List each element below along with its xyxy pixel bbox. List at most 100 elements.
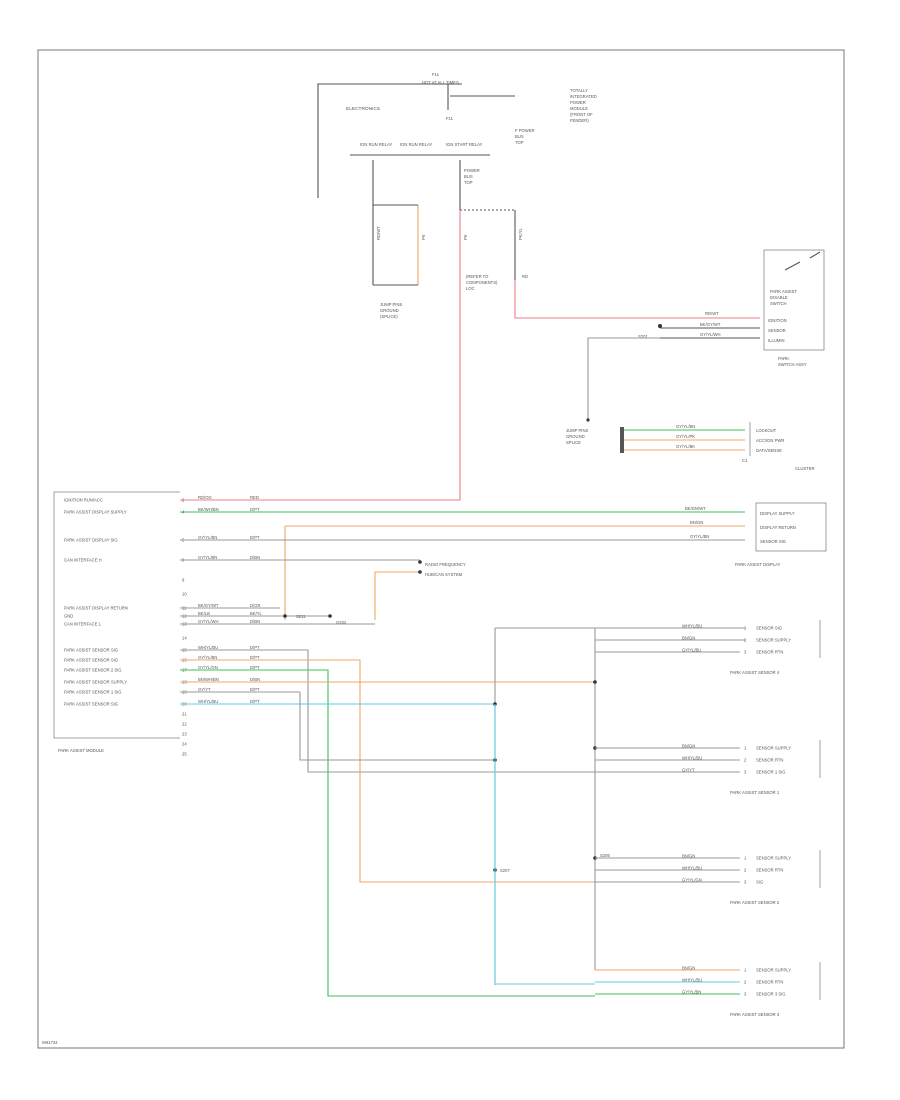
module-pin-number: 2 (182, 498, 185, 503)
switch-pin-3: ILLUMIN (768, 338, 785, 343)
module-pin-number: 23 (182, 732, 187, 737)
cluster-pin-3: DATA/SENSE (756, 448, 782, 453)
mid-ground-label-1: JUMP PINS (566, 428, 588, 433)
relay-label-2: IGN RUN RELAY (400, 142, 432, 147)
sensor-pin-label: SENSOR RTN (756, 758, 783, 763)
module-pin-label: PARK ASSIST SENSOR 2 SIG (64, 668, 122, 673)
mid-ground-label-3: SPLICE (566, 440, 581, 445)
module-ground-label: G202 (336, 620, 347, 625)
relay-label-1: IGN RUN RELAY (360, 142, 392, 147)
fuse-text: F11 (446, 116, 454, 121)
cluster-pin-num: C1 (742, 458, 748, 463)
module-wire-code: D/PT (250, 665, 260, 670)
module-pin-label: CAN INTERFACE L (64, 622, 102, 627)
sensor-name: PARK ASSIST SENSOR 3 (730, 1012, 780, 1017)
sensor-pin-number: 1 (744, 626, 747, 631)
note-line-6: FENDER) (570, 118, 589, 123)
module-wire-color: GY/YL/BN (198, 555, 217, 560)
module-wire-code: D/PT (250, 645, 260, 650)
sensor-pin-label: SENSOR SIG (756, 626, 782, 631)
switch-wire-label-2: BK/GY/WT (700, 322, 721, 327)
sensor-pin-label: SENSOR SUPPLY (756, 856, 791, 861)
ground-label-3: (SPLICE) (380, 314, 398, 319)
sensor3-rtn-wire (494, 704, 595, 985)
sensor-pin-label: SIG (756, 880, 763, 885)
sensor-wire-1 (180, 649, 595, 773)
module-wire-color: BN/WH/BN (198, 677, 219, 682)
module-pin-number: 22 (182, 722, 187, 727)
sensor-pin-number: 2 (744, 638, 747, 643)
sensor-wire-label: GY/YL/BU (682, 648, 701, 653)
sensor-wire-2 (180, 659, 595, 883)
sensor-pin-number: 3 (744, 650, 747, 655)
sensor-pin-label: SENSOR RTN (756, 980, 783, 985)
switch-wire-label-1: RD/WT (705, 311, 719, 316)
ignition-feed-wire (180, 210, 461, 501)
module-wire-code: D/BN (250, 677, 260, 682)
module-pin-number: 10 (182, 592, 187, 597)
cluster-pin-1: LOCKOUT (756, 428, 777, 433)
module-pin-number: 21 (182, 712, 187, 717)
sensor-wire-label: WH/YL/BU (682, 756, 702, 761)
module-wire-color: GY/YL/WH (198, 619, 218, 624)
hot-at-all-times-label: HOT AT ALL TIMES (422, 80, 459, 85)
connector-note-2: COMPONENTS) (466, 280, 498, 285)
sensor-pin-label: SENSOR 1 SIG (756, 770, 786, 775)
sensor-pin-number: 3 (744, 770, 747, 775)
cluster-pin-2: ACC/IGN PWR (756, 438, 784, 443)
module-pin-label: PARK ASSIST SENSOR SIG (64, 648, 118, 653)
module-ground-dot (328, 614, 332, 618)
cluster-wire-label-2: GY/YL/PK (676, 434, 695, 439)
module-pin-number: 9 (182, 578, 185, 583)
fuse-mid-2: BUS (464, 174, 473, 179)
module-pin-number: 14 (182, 636, 187, 641)
display-pin-2: DISPLAY RETURN (760, 525, 796, 530)
module-pin-label: CAN INTERFACE H (64, 558, 102, 563)
power-bus-wire (317, 83, 462, 198)
can-splice-label-2: HUB/CAN SYSTEM (425, 572, 463, 577)
sensor-wire-label: BN/GN (682, 854, 695, 859)
note-line-5: (FRONT OF (570, 112, 593, 117)
module-pin-label: PARK ASSIST SENSOR SUPPLY (64, 680, 127, 685)
electronics-label: ELECTRONICS (346, 106, 380, 112)
module-wire-color: GY/YT (198, 687, 211, 692)
display-pin-3: SENSOR SIG (760, 539, 786, 544)
fuse-right-2: BUS (515, 134, 524, 139)
module-wire-color: BK/GY/WT (198, 603, 219, 608)
sensor-pin-number: 3 (744, 992, 747, 997)
sensor-pin-label: SENSOR SUPPLY (756, 638, 791, 643)
module-wire-code: D/PT (250, 699, 260, 704)
fuse-mid-3: TOP (464, 180, 473, 185)
sensor-wire-label: BN/GN (682, 966, 695, 971)
sensor-wire-label: BN/GN (682, 744, 695, 749)
switch-splice-dot (658, 324, 662, 328)
note-line-1: TOTALLY (570, 88, 588, 93)
sensor-wire-label: WH/YL/BU (682, 978, 702, 983)
display-pin-1: DISPLAY SUPPLY (760, 511, 795, 516)
cluster-wire-label-3: GY/YL/BK (676, 444, 695, 449)
note-line-4: MODULE (570, 106, 588, 111)
sensor-splice-label: S206 (600, 853, 610, 858)
module-wire-code: D/PT (250, 535, 260, 540)
sensor-wire-label: BN/GN (682, 636, 695, 641)
park-assist-disable-switch: PARK ASSIST DISABLE SWITCH IGNITION SENS… (763, 249, 825, 367)
switch-splice-label: S201 (638, 334, 648, 339)
sensor-pin-number: 2 (744, 758, 747, 763)
switch-name-2: SWITCH ASSY (778, 362, 807, 367)
switch-label-2: DISABLE (770, 295, 788, 300)
can-splice-label-1: RADIO FREQUENCY (425, 562, 466, 567)
can-splice-dot-2 (418, 570, 422, 574)
sensor-wire-label: WH/YL/BU (682, 866, 702, 871)
note-line-2: INTEGRATED (570, 94, 597, 99)
wire-label-rd: RD (522, 274, 528, 279)
module-pin-label: PARK ASSIST SENSOR SIG (64, 702, 118, 707)
sensor-wire-label: GY/YL/BN (682, 990, 701, 995)
cluster-name: CLUSTER (795, 466, 815, 471)
park-assist-module: PARK ASSIST MODULE (53, 491, 180, 753)
wire-label-pk-1: PK (421, 234, 426, 240)
module-name: PARK ASSIST MODULE (58, 748, 104, 753)
connector-note-1: (REFER TO (466, 274, 489, 279)
